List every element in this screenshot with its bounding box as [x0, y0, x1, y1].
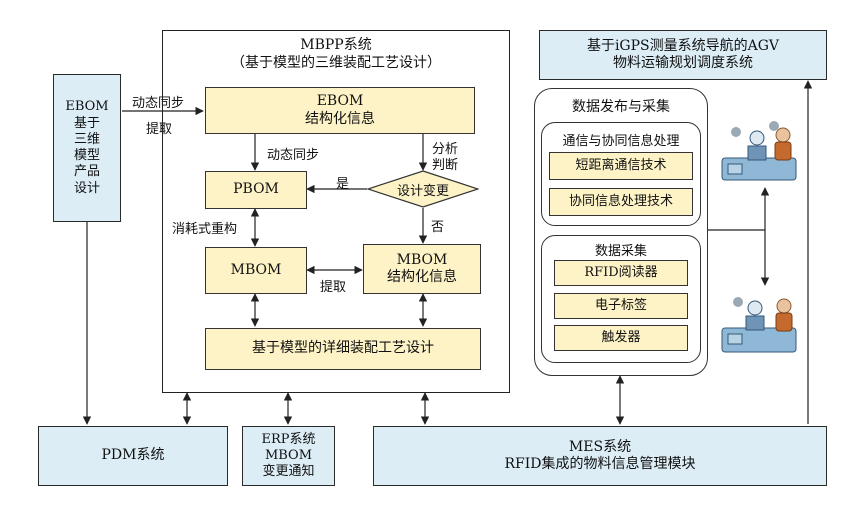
analyze-label: 分析: [432, 142, 459, 157]
dynamic-sync-label: 动态同步: [132, 96, 185, 111]
ebom-structured-line2: 结构化信息: [305, 110, 375, 127]
rfid-reader-box: RFID阅读器: [554, 260, 688, 286]
pbom-box: PBOM: [205, 171, 307, 209]
dynamic-sync-mid-label: 动态同步: [267, 148, 320, 163]
ebom-design-line: 设计: [73, 180, 100, 196]
mbom-label: MBOM: [230, 261, 282, 278]
trigger-box: 触发器: [554, 325, 688, 351]
rfid-reader-label: RFID阅读器: [584, 264, 658, 280]
igps-line2: 物料运输规划调度系统: [613, 55, 753, 71]
no-label: 否: [431, 220, 445, 235]
extract-label: 提取: [146, 122, 173, 137]
design-change-diamond: [367, 170, 479, 208]
mbpp-system-frame: [162, 30, 510, 393]
erp-system-box: ERP系统 MBOM 变更通知: [242, 426, 335, 486]
short-range-comm-label: 短距离通信技术: [575, 157, 667, 173]
mbpp-title: MBPP系统: [300, 37, 372, 53]
yes-label: 是: [336, 177, 350, 192]
ebom-design-line: EBOM: [65, 99, 109, 115]
data-publish-collect-group: [534, 88, 708, 376]
detailed-design-box: 基于模型的详细装配工艺设计: [205, 328, 481, 370]
short-range-comm-box: 短距离通信技术: [549, 152, 693, 180]
ebom-design-line: 产品: [73, 164, 100, 180]
ebom-design-line: 基于: [73, 115, 100, 131]
collab-processing-label: 协同信息处理技术: [568, 193, 673, 209]
electronic-tag-label: 电子标签: [594, 297, 647, 313]
data-collect-group: [541, 235, 701, 363]
mes-line1: MES系统: [568, 438, 632, 455]
pbom-label: PBOM: [233, 181, 279, 198]
design-change-label: 设计变更: [396, 184, 449, 199]
robot-workstation-icon: [721, 297, 797, 353]
ebom-design-line: 模型: [73, 148, 100, 163]
mbom-box: MBOM: [205, 247, 307, 294]
mbom-structured-box: MBOM 结构化信息: [363, 244, 481, 294]
ebom-structured-line1: EBOM: [316, 93, 364, 109]
trigger-label: 触发器: [601, 329, 641, 345]
detailed-design-label: 基于模型的详细装配工艺设计: [252, 340, 434, 357]
ebom-structured-box: EBOM 结构化信息: [205, 87, 475, 134]
mbom-structured-line1: MBOM: [396, 251, 448, 268]
pdm-system-label: PDM系统: [101, 447, 165, 464]
mes-line2: RFID集成的物料信息管理模块: [504, 456, 696, 472]
data-collect-title: 数据采集: [594, 244, 647, 259]
comm-processing-title: 通信与协同信息处理: [562, 134, 680, 149]
mes-system-box: MES系统 RFID集成的物料信息管理模块: [373, 426, 827, 486]
comm-processing-group: [541, 122, 701, 226]
igps-agv-box: 基于iGPS测量系统导航的AGV 物料运输规划调度系统: [539, 30, 827, 80]
erp-line: ERP系统: [261, 431, 316, 447]
judge-label: 判断: [432, 158, 459, 173]
consumable-reconstruct-label: 消耗式重构: [172, 222, 238, 237]
mbom-structured-line2: 结构化信息: [387, 269, 457, 285]
extract-mid-label: 提取: [320, 280, 347, 295]
collab-processing-box: 协同信息处理技术: [549, 188, 693, 216]
ebom-design-box: EBOM 基于 三维 模型 产品 设计: [53, 74, 121, 222]
ebom-design-line: 三维: [73, 131, 100, 147]
robot-workstation-icon: [721, 121, 797, 181]
igps-line1: 基于iGPS测量系统导航的AGV: [586, 37, 780, 54]
erp-line: MBOM: [264, 447, 313, 463]
mbpp-subtitle: （基于模型的三维装配工艺设计）: [231, 55, 441, 71]
data-publish-collect-title: 数据发布与采集: [572, 99, 670, 115]
pdm-system-box: PDM系统: [38, 426, 228, 486]
electronic-tag-box: 电子标签: [554, 293, 688, 319]
erp-line: 变更通知: [262, 464, 315, 480]
